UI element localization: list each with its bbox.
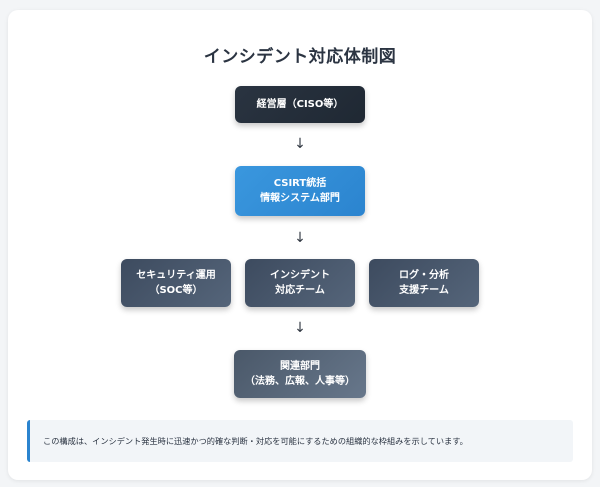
node-log-team: ログ・分析 支援チーム <box>369 259 479 307</box>
description-note: この構成は、インシデント発生時に迅速かつ的確な判断・対応を可能にするための組織的… <box>27 420 573 462</box>
node-csirt: CSIRT統括 情報システム部門 <box>235 166 365 216</box>
node-incident-team-label-1: インシデント <box>270 270 330 281</box>
arrow-down-1: ↓ <box>294 136 306 152</box>
node-executive: 経営層（CISO等） <box>235 86 365 123</box>
node-incident-team: インシデント 対応チーム <box>245 259 355 307</box>
description-note-text: この構成は、インシデント発生時に迅速かつ的確な判断・対応を可能にするための組織的… <box>43 436 468 446</box>
arrow-down-3: ↓ <box>294 320 306 336</box>
node-related-departments: 関連部門 （法務、広報、人事等） <box>234 350 366 398</box>
node-incident-team-label-2: 対応チーム <box>275 285 325 296</box>
node-soc: セキュリティ運用 （SOC等） <box>121 259 231 307</box>
node-related-label-2: （法務、広報、人事等） <box>245 376 355 387</box>
node-executive-label: 経営層（CISO等） <box>256 99 344 110</box>
node-related-label-1: 関連部門 <box>280 361 320 372</box>
node-csirt-label-1: CSIRT統括 <box>273 178 327 189</box>
diagram-title: インシデント対応体制図 <box>203 47 397 67</box>
node-log-team-label-1: ログ・分析 <box>399 270 449 281</box>
node-csirt-label-2: 情報システム部門 <box>260 193 340 204</box>
node-soc-label-1: セキュリティ運用 <box>136 270 216 281</box>
node-soc-label-2: （SOC等） <box>149 285 203 296</box>
arrow-down-2: ↓ <box>294 230 306 246</box>
node-log-team-label-2: 支援チーム <box>399 285 449 296</box>
